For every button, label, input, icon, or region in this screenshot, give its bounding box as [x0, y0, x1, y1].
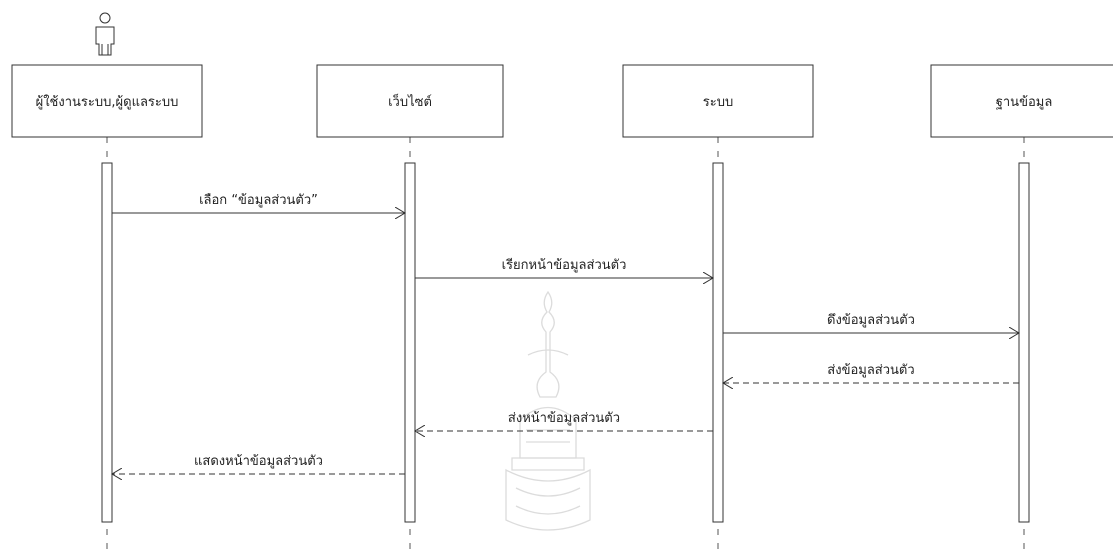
participant-label-database: ฐานข้อมูล	[996, 95, 1053, 110]
message-label-4: ส่งข้อมูลส่วนตัว	[827, 363, 914, 378]
participant-box-user	[11, 64, 203, 138]
message-label-5: ส่งหน้าข้อมูลส่วนตัว	[508, 411, 620, 426]
message-label-6: แสดงหน้าข้อมูลส่วนตัว	[194, 454, 323, 469]
activation-bar-user	[101, 162, 113, 523]
message-label-2: เรียกหน้าข้อมูลส่วนตัว	[502, 257, 627, 273]
activation-bar-database	[1018, 162, 1030, 523]
message-label-1: เลือก “ข้อมูลส่วนตัว”	[199, 192, 318, 208]
message-label-3: ดึงข้อมูลส่วนตัว	[827, 313, 915, 328]
participant-label-website: เว็บไซต์	[388, 92, 432, 110]
activation-bar-system	[712, 162, 724, 523]
activation-bar-website	[404, 162, 416, 523]
university-seal-watermark	[505, 290, 591, 531]
participant-label-system: ระบบ	[703, 95, 733, 110]
participant-label-user: ผู้ใช้งานระบบ,ผู้ดูแลระบบ	[36, 94, 179, 110]
person-icon	[95, 12, 115, 56]
participant-box-database	[930, 64, 1113, 138]
participant-box-website	[316, 64, 504, 138]
participant-box-system	[622, 64, 814, 138]
